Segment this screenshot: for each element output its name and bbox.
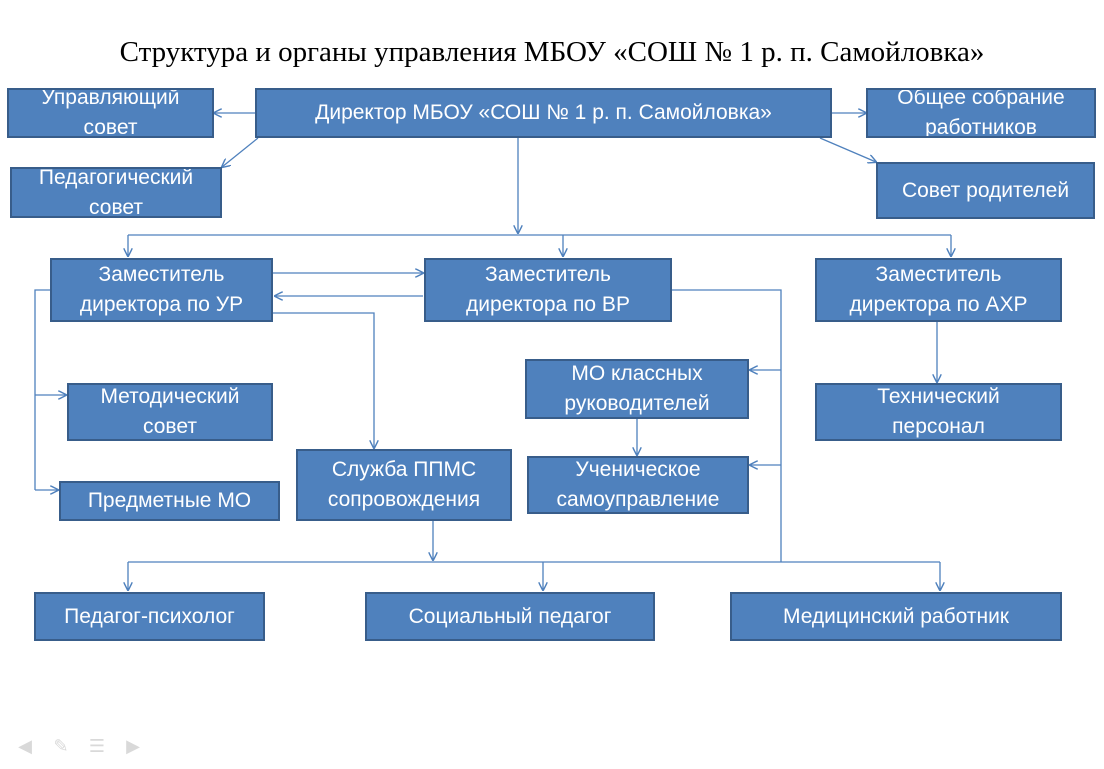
box-mo-class-teachers-label: МО классных руководителей [564, 362, 710, 415]
box-pedagogical-council: Педагогический совет [10, 167, 222, 218]
box-deputy-vr-label: Заместитель директора по ВР [466, 263, 630, 316]
box-medical-worker: Медицинский работник [730, 592, 1062, 641]
box-director: Директор МБОУ «СОШ № 1 р. п. Самойловка» [255, 88, 832, 138]
pen-icon[interactable]: ✎ [53, 736, 69, 756]
arrow-right-icon[interactable]: ▶ [126, 736, 140, 756]
box-parents-council-label: Совет родителей [901, 178, 1070, 202]
edge-ur-to-ppms [273, 312, 374, 448]
box-student-government: Ученическое самоуправление [527, 456, 749, 514]
box-mo-class-teachers: МО классных руководителей [525, 359, 749, 419]
box-medical-worker-label: Медицинский работник [782, 604, 1009, 628]
box-ppms-service: Служба ППМС сопровождения [296, 449, 512, 521]
box-subject-mo: Предметные МО [59, 481, 280, 521]
box-social-pedagogue: Социальный педагог [365, 592, 655, 641]
box-governing-council-label: Управляющий совет [41, 88, 180, 138]
box-ppms-service-label: Служба ППМС сопровождения [327, 458, 481, 511]
box-deputy-ahr: Заместитель директора по АХР [815, 258, 1062, 322]
edge-director-pedagogical [222, 137, 259, 167]
box-subject-mo-label: Предметные МО [87, 489, 252, 512]
box-deputy-ahr-label: Заместитель директора по АХР [849, 263, 1028, 316]
edge-ur-left-spine [34, 289, 50, 490]
box-methodical-council: Методический совет [67, 383, 273, 441]
box-technical-staff: Технический персонал [815, 383, 1062, 441]
box-student-government-label: Ученическое самоуправление [556, 458, 720, 511]
box-director-label: Директор МБОУ «СОШ № 1 р. п. Самойловка» [315, 101, 772, 124]
box-parents-council: Совет родителей [876, 162, 1095, 219]
box-deputy-ur-label: Заместитель директора по УР [79, 263, 244, 316]
box-general-meeting: Общее собрание работников [866, 88, 1096, 138]
box-technical-staff-label: Технический персонал [877, 385, 1000, 438]
box-deputy-ur: Заместитель директора по УР [50, 258, 273, 322]
edge-director-parents [819, 137, 876, 162]
box-methodical-council-label: Методический совет [100, 385, 240, 438]
edge-vr-right-spine [672, 289, 782, 562]
box-psychologist-label: Педагог-психолог [64, 604, 235, 628]
page-title: Структура и органы управления МБОУ «СОШ … [119, 36, 985, 68]
box-governing-council: Управляющий совет [7, 88, 214, 138]
box-pedagogical-council-label: Педагогический совет [38, 167, 194, 218]
arrow-left-icon[interactable]: ◀ [18, 736, 32, 756]
box-social-pedagogue-label: Социальный педагог [408, 604, 612, 628]
box-deputy-vr: Заместитель директора по ВР [424, 258, 672, 322]
slide-nav: ◀ ✎ ☰ ▶ [14, 736, 144, 756]
box-general-meeting-label: Общее собрание работников [897, 88, 1065, 138]
box-psychologist: Педагог-психолог [34, 592, 265, 641]
menu-icon[interactable]: ☰ [88, 736, 106, 756]
